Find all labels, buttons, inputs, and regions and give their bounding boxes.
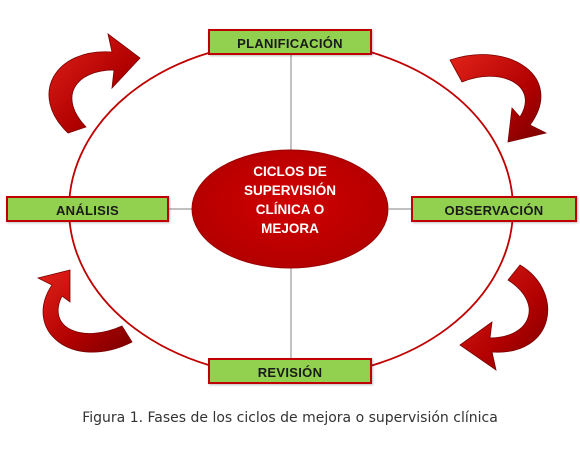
center-ellipse bbox=[191, 149, 389, 269]
center-line-3: CLÍNICA O bbox=[255, 202, 325, 217]
phase-revision: REVISIÓN bbox=[208, 358, 372, 384]
curved-arrow-bottom-right-icon bbox=[459, 264, 549, 371]
phase-planificacion: PLANIFICACIÓN bbox=[208, 29, 372, 55]
center-line-2: SUPERVISIÓN bbox=[243, 183, 337, 198]
center-line-1: CICLOS DE bbox=[253, 164, 327, 179]
phase-observacion: OBSERVACIÓN bbox=[411, 196, 577, 222]
phase-analisis: ANÁLISIS bbox=[6, 196, 169, 222]
center-line-4: MEJORA bbox=[261, 221, 319, 236]
curved-arrow-top-left-icon bbox=[48, 33, 141, 134]
center-label: CICLOS DE SUPERVISIÓN CLÍNICA O MEJORA bbox=[200, 150, 380, 250]
figure-caption: Figura 1. Fases de los ciclos de mejora … bbox=[82, 410, 498, 426]
curved-arrow-top-right-icon bbox=[449, 54, 548, 143]
cycle-diagram bbox=[36, 33, 549, 378]
curved-arrow-bottom-left-icon bbox=[36, 269, 133, 353]
